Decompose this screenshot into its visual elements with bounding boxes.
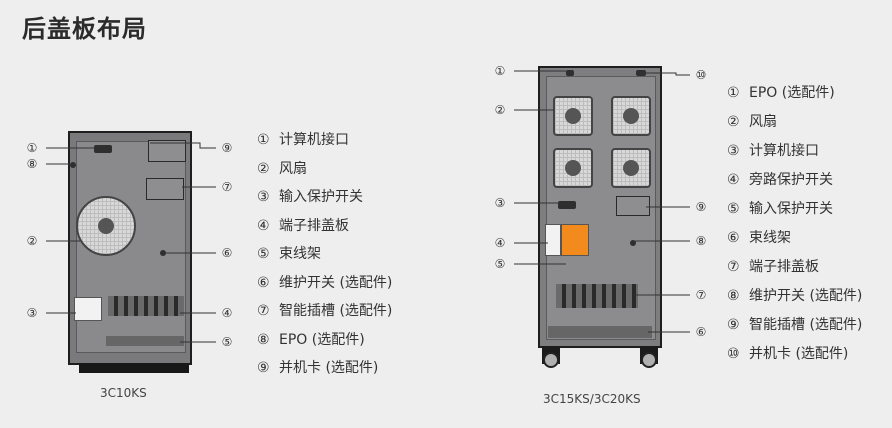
callout-5: ⑤ bbox=[221, 335, 233, 349]
callout-3: ③ bbox=[26, 306, 38, 320]
computer-interface-port bbox=[94, 145, 112, 153]
fan-icon bbox=[611, 148, 651, 188]
maintenance-switch bbox=[160, 250, 166, 256]
epo-port bbox=[566, 70, 574, 76]
cable-rack bbox=[548, 326, 652, 338]
callout-5: ⑤ bbox=[494, 257, 506, 271]
callout-2: ② bbox=[26, 234, 38, 248]
terminal-block-cover bbox=[108, 296, 184, 316]
callout-9: ⑨ bbox=[221, 141, 233, 155]
fan-icon bbox=[553, 96, 593, 136]
cable-rack bbox=[106, 336, 184, 346]
caption-3c10ks: 3C10KS bbox=[100, 386, 147, 400]
callout-1: ① bbox=[26, 141, 38, 155]
callout-4: ④ bbox=[494, 236, 506, 250]
caption-3c20ks: 3C15KS/3C20KS bbox=[543, 392, 641, 406]
callout-4: ④ bbox=[221, 306, 233, 320]
callout-9: ⑨ bbox=[695, 200, 707, 214]
smart-slot bbox=[616, 196, 650, 216]
fan-icon bbox=[611, 96, 651, 136]
callout-7: ⑦ bbox=[221, 180, 233, 194]
smart-slot bbox=[146, 178, 184, 200]
fan-icon bbox=[553, 148, 593, 188]
terminal-block-cover bbox=[556, 284, 638, 308]
callout-8: ⑧ bbox=[695, 234, 707, 248]
ups-base bbox=[79, 363, 189, 373]
callout-2: ② bbox=[494, 103, 506, 117]
callout-7: ⑦ bbox=[695, 288, 707, 302]
callout-6: ⑥ bbox=[695, 325, 707, 339]
callout-6: ⑥ bbox=[221, 246, 233, 260]
bypass-protection-switch bbox=[545, 224, 561, 256]
maintenance-switch bbox=[630, 240, 636, 246]
callout-1: ① bbox=[494, 64, 506, 78]
callout-10: ⑩ bbox=[695, 68, 707, 82]
epo-port bbox=[70, 162, 76, 168]
ups-wheels bbox=[542, 346, 658, 368]
input-protection-switch bbox=[561, 224, 589, 256]
page-title: 后盖板布局 bbox=[22, 15, 147, 43]
fan-icon bbox=[76, 196, 136, 256]
parallel-card-slot bbox=[148, 140, 186, 162]
ups-3c10ks-rear-panel bbox=[68, 131, 192, 365]
callout-3: ③ bbox=[494, 196, 506, 210]
input-protection-switch bbox=[74, 297, 102, 321]
computer-interface-port bbox=[558, 201, 576, 209]
callout-8: ⑧ bbox=[26, 157, 38, 171]
